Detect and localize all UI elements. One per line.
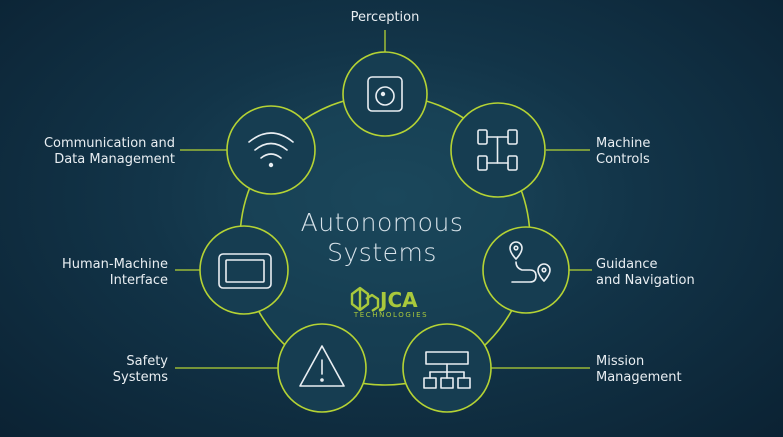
jca-logo-subtitle: TECHNOLOGIES xyxy=(353,311,429,319)
node-circle-communication xyxy=(226,105,316,195)
jca-logo-mark xyxy=(350,286,380,312)
node-label-guidance-navigation: Guidance and Navigation xyxy=(596,257,695,288)
connector-lines xyxy=(175,30,592,369)
camera-icon xyxy=(367,76,403,112)
node-circle-hmi xyxy=(199,225,289,315)
wifi-icon xyxy=(248,132,294,168)
node-label-machine-controls: Machine Controls xyxy=(596,136,651,167)
node-label-human-machine-interface: Human-Machine Interface xyxy=(62,257,168,288)
node-label-mission-management: Mission Management xyxy=(596,354,682,385)
center-title: Autonomous Systems xyxy=(300,208,464,267)
node-label-safety-systems: Safety Systems xyxy=(112,354,168,385)
warning-icon xyxy=(299,345,345,387)
jca-logo-name: JCA xyxy=(380,288,418,312)
chassis-icon xyxy=(477,129,518,171)
route-icon xyxy=(509,241,551,283)
node-label-communication-data: Communication and Data Management xyxy=(43,136,175,167)
tablet-icon xyxy=(218,253,272,289)
hierarchy-icon xyxy=(423,351,471,389)
node-label-perception: Perception xyxy=(350,10,420,25)
